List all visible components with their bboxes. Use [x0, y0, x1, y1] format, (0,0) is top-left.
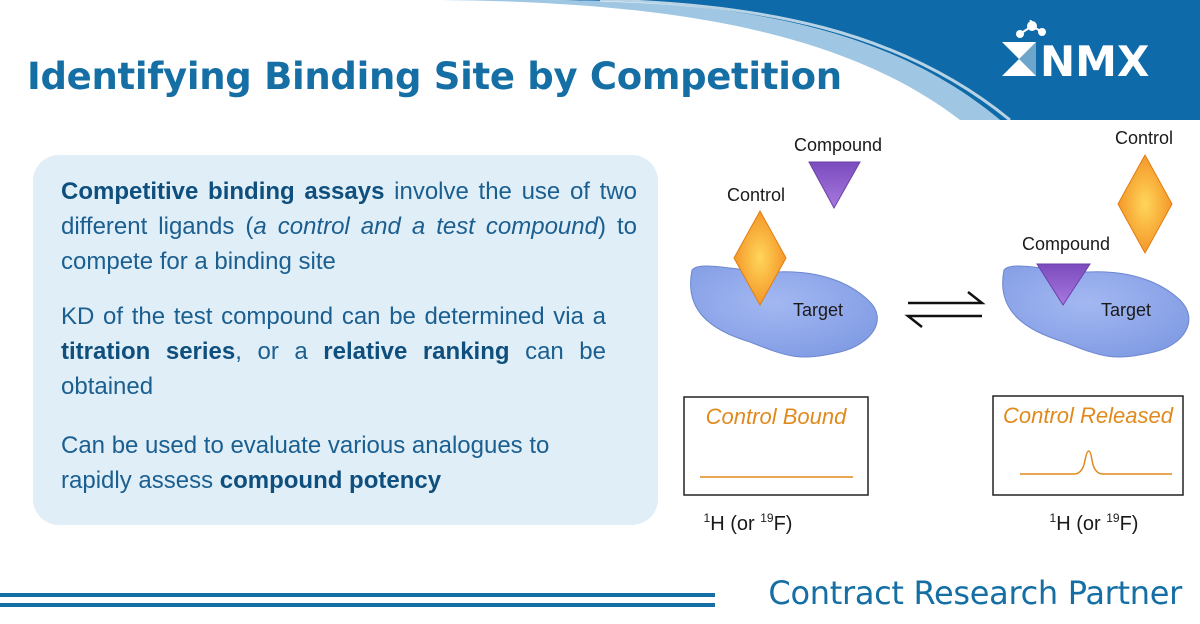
compound-triangle-left [808, 161, 861, 210]
text-run-italic: a control and a test compound [253, 213, 598, 240]
target-blob-right [1002, 265, 1190, 358]
target-label-right: Target [1101, 300, 1151, 320]
slide-title: Identifying Binding Site by Competition [27, 55, 842, 98]
nmx-logo: NMX [1002, 20, 1149, 82]
control-diamond-left [733, 209, 787, 307]
competition-diagram: Target Control Compound Control Bound 1H… [683, 128, 1190, 535]
axis-label-left: 1H (or 19F) [704, 511, 793, 535]
text-run-bold: Competitive binding assays [61, 178, 385, 205]
text-run-normal: , or a [235, 338, 324, 365]
axis-label-right: 1H (or 19F) [1050, 511, 1139, 535]
footer-lines [0, 593, 715, 607]
spectrum-label-left: Control Bound [706, 404, 847, 429]
compound-triangle-right [1036, 263, 1091, 306]
right-state: Target Compound Control Control Released… [992, 128, 1190, 535]
compound-label-right: Compound [1022, 234, 1110, 254]
text-run-bold: titration series [61, 338, 236, 365]
control-label-right: Control [1115, 128, 1173, 148]
control-diamond-right [1117, 153, 1173, 255]
compound-label-left: Compound [794, 135, 882, 155]
equilibrium-arrows [904, 291, 986, 328]
control-label-left: Control [727, 185, 785, 205]
text-run-normal: ) to compete for a binding site [61, 213, 637, 275]
text-run-normal: can be obtained [61, 338, 606, 400]
spectrum-box-right [992, 395, 1184, 496]
text-run-bold: compound potency [219, 467, 442, 494]
text-run-normal: Can be used to evaluate various analogue… [61, 432, 550, 494]
spectrum-box-left [683, 396, 869, 496]
spectrum-label-right: Control Released [1003, 403, 1174, 428]
paragraph-kd-determination: KD of the test compound can be determine… [61, 299, 606, 404]
info-panel [33, 155, 658, 525]
text-run-bold: relative ranking [323, 338, 510, 365]
footer-tagline: Contract Research Partner [768, 574, 1182, 612]
spectrum-peak-right [1020, 450, 1172, 475]
target-blob-left [690, 265, 878, 358]
left-state: Target Control Compound Control Bound 1H… [683, 135, 882, 535]
logo-text: NMX [1040, 37, 1149, 82]
molecule-icon [1016, 20, 1046, 38]
paragraph-analogues: Can be used to evaluate various analogue… [61, 428, 621, 498]
text-run-normal: involve the use of two different ligands… [61, 178, 637, 240]
target-label-left: Target [793, 300, 843, 320]
text-run-normal: KD of the test compound can be determine… [61, 303, 606, 330]
logo-mark-icon [1002, 42, 1036, 76]
paragraph-competitive-assays: Competitive binding assays involve the u… [61, 174, 637, 279]
